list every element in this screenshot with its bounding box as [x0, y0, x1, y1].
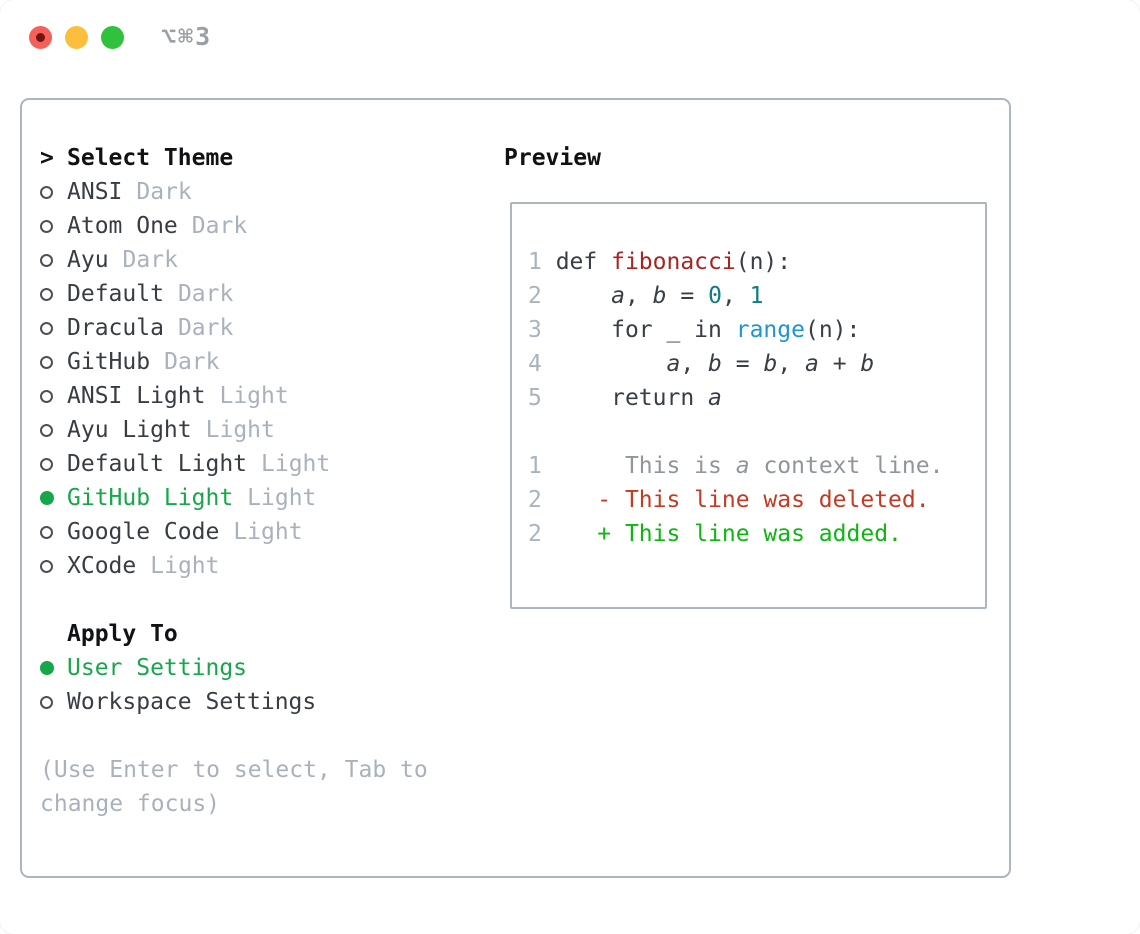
- select-theme-label: Select Theme: [67, 145, 234, 171]
- option-name: ANSI Light: [67, 383, 206, 409]
- help-text: (Use Enter to select, Tab to change focus…: [40, 753, 428, 821]
- theme-option[interactable]: Ayu Dark: [40, 243, 330, 277]
- theme-variant-label: Light: [247, 485, 317, 511]
- radio-unselected-icon: [40, 321, 53, 335]
- window-title: ⌥⌘3: [161, 22, 213, 51]
- theme-variant-label: Light: [205, 417, 275, 443]
- option-name: Ayu Light: [67, 417, 192, 443]
- preview-box: 1 def fibonacci(n): 2 a, b = 0, 1 3 for _ …: [510, 202, 987, 609]
- option-name: User Settings: [67, 655, 248, 681]
- preview-code-line: 1 def fibonacci(n):: [528, 249, 792, 275]
- radio-unselected-icon: [40, 457, 53, 471]
- theme-variant-label: Dark: [164, 349, 220, 375]
- theme-variant-label: Light: [150, 553, 220, 579]
- preview-code: 1 def fibonacci(n): 2 a, b = 0, 1 3 for _ …: [512, 204, 985, 551]
- theme-option[interactable]: Dracula Dark: [40, 311, 330, 345]
- radio-unselected-icon: [40, 695, 53, 709]
- option-name: Google Code: [67, 519, 220, 545]
- option-name: XCode: [67, 553, 137, 579]
- close-dirty-dot-icon: [36, 33, 45, 42]
- radio-unselected-icon: [40, 253, 53, 267]
- option-name: Atom One: [67, 213, 178, 239]
- theme-option[interactable]: XCode Light: [40, 549, 330, 583]
- apply-to-option[interactable]: Workspace Settings: [40, 685, 316, 719]
- theme-option[interactable]: Default Light Light: [40, 447, 330, 481]
- radio-unselected-icon: [40, 287, 53, 301]
- radio-unselected-icon: [40, 219, 53, 233]
- option-name: ANSI: [67, 179, 123, 205]
- radio-unselected-icon: [40, 185, 53, 199]
- close-button[interactable]: [29, 26, 52, 49]
- option-name: Dracula: [67, 315, 164, 341]
- minimize-button[interactable]: [65, 26, 88, 49]
- option-name: GitHub Light: [67, 485, 234, 511]
- radio-selected-icon: [40, 661, 54, 675]
- theme-option[interactable]: Atom One Dark: [40, 209, 330, 243]
- preview-code-line: 4 a, b = b, a + b: [528, 351, 875, 377]
- radio-unselected-icon: [40, 389, 53, 403]
- preview-label: Preview: [504, 145, 601, 171]
- radio-unselected-icon: [40, 525, 53, 539]
- theme-option[interactable]: GitHub Dark: [40, 345, 330, 379]
- theme-variant-label: Dark: [122, 247, 178, 273]
- option-name: Default: [67, 281, 164, 307]
- preview-code-line: 3 for _ in range(n):: [528, 317, 861, 343]
- theme-variant-label: Dark: [177, 281, 234, 307]
- help-line: change focus): [40, 791, 221, 817]
- radio-unselected-icon: [40, 423, 53, 437]
- theme-option[interactable]: ANSI Dark: [40, 175, 330, 209]
- option-name: GitHub: [67, 349, 151, 375]
- theme-variant-label: Light: [261, 451, 331, 477]
- radio-unselected-icon: [40, 355, 53, 369]
- theme-variant-label: Dark: [177, 315, 234, 341]
- preview-code-line: [528, 415, 985, 449]
- theme-option[interactable]: Google Code Light: [40, 515, 330, 549]
- option-name: Workspace Settings: [67, 689, 317, 715]
- radio-unselected-icon: [40, 559, 53, 573]
- preview-code-line: 1 This is a context line.: [528, 453, 944, 479]
- preview-code-line: 2 a, b = 0, 1: [528, 283, 764, 309]
- theme-option[interactable]: GitHub Light Light: [40, 481, 330, 515]
- apply-to-label: Apply To: [67, 621, 178, 647]
- apply-to-header: Apply To: [40, 617, 316, 651]
- preview-code-line: 2 - This line was deleted.: [528, 487, 930, 513]
- theme-option[interactable]: Ayu Light Light: [40, 413, 330, 447]
- select-theme-header: > Select Theme: [40, 141, 330, 175]
- prompt-icon: >: [40, 145, 54, 171]
- option-name: Default Light: [67, 451, 248, 477]
- theme-variant-label: Dark: [136, 179, 192, 205]
- theme-option[interactable]: ANSI Light Light: [40, 379, 330, 413]
- theme-variant-label: Dark: [191, 213, 248, 239]
- theme-variant-label: Light: [233, 519, 303, 545]
- preview-code-line: 2 + This line was added.: [528, 521, 902, 547]
- theme-variant-label: Light: [219, 383, 289, 409]
- zoom-button[interactable]: [101, 26, 124, 49]
- apply-to-option[interactable]: User Settings: [40, 651, 316, 685]
- radio-selected-icon: [40, 491, 54, 505]
- option-name: Ayu: [67, 247, 109, 273]
- preview-code-line: 5 return a: [528, 385, 722, 411]
- help-line: (Use Enter to select, Tab to: [40, 757, 428, 783]
- theme-option[interactable]: Default Dark: [40, 277, 330, 311]
